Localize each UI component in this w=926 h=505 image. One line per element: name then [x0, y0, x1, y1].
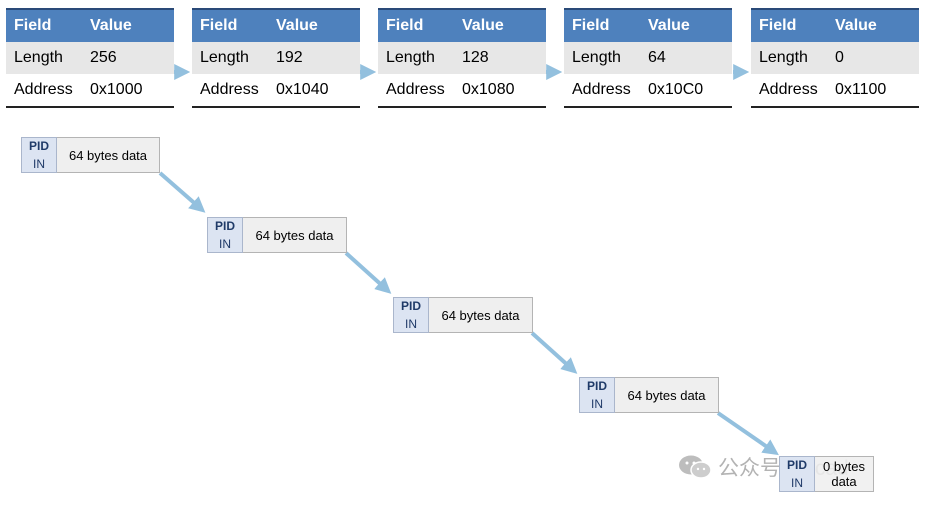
data-payload: 0 bytes data — [815, 456, 874, 492]
length-value: 0 — [827, 42, 919, 74]
header-value: Value — [640, 8, 732, 42]
token-label: IN — [219, 237, 231, 251]
length-value: 128 — [454, 42, 546, 74]
length-value: 192 — [268, 42, 360, 74]
header-field: Field — [192, 8, 268, 42]
length-label: Length — [6, 42, 82, 74]
wechat-icon — [679, 455, 712, 479]
address-label: Address — [564, 74, 640, 108]
address-value: 0x1100 — [827, 74, 919, 108]
address-value: 0x1000 — [82, 74, 174, 108]
address-label: Address — [751, 74, 827, 108]
pid-label: PID — [786, 458, 807, 472]
usb-packet-5: PID IN 0 bytes data — [779, 456, 874, 492]
pid-box: PID IN — [21, 137, 57, 173]
token-label: IN — [791, 476, 803, 490]
packet-arrow-4 — [716, 411, 779, 456]
header-value: Value — [268, 8, 360, 42]
pid-box: PID IN — [207, 217, 243, 253]
pid-label: PID — [400, 299, 421, 313]
header-value: Value — [82, 8, 174, 42]
pid-box: PID IN — [579, 377, 615, 413]
packet-sequence-arrows — [158, 171, 779, 456]
token-label: IN — [405, 317, 417, 331]
data-payload: 64 bytes data — [615, 377, 719, 413]
header-field: Field — [751, 8, 827, 42]
header-value: Value — [454, 8, 546, 42]
token-label: IN — [591, 397, 603, 411]
pid-box: PID IN — [393, 297, 429, 333]
pid-label: PID — [214, 219, 235, 233]
packet-arrow-3 — [530, 331, 578, 374]
token-label: IN — [33, 157, 45, 171]
address-value: 0x1040 — [268, 74, 360, 108]
length-label: Length — [192, 42, 268, 74]
pid-label: PID — [28, 139, 49, 153]
usb-packet-1: PID IN 64 bytes data — [21, 137, 160, 173]
length-value: 64 — [640, 42, 732, 74]
usb-packet-3: PID IN 64 bytes data — [393, 297, 533, 333]
header-field: Field — [564, 8, 640, 42]
address-label: Address — [192, 74, 268, 108]
data-payload: 64 bytes data — [243, 217, 347, 253]
length-value: 256 — [82, 42, 174, 74]
data-payload: 64 bytes data — [429, 297, 533, 333]
length-label: Length — [564, 42, 640, 74]
header-field: Field — [378, 8, 454, 42]
address-label: Address — [378, 74, 454, 108]
length-label: Length — [378, 42, 454, 74]
address-value: 0x10C0 — [640, 74, 732, 108]
address-value: 0x1080 — [454, 74, 546, 108]
data-payload: 64 bytes data — [57, 137, 160, 173]
pid-box: PID IN — [779, 456, 815, 492]
address-label: Address — [6, 74, 82, 108]
packet-arrow-2 — [344, 251, 392, 294]
packet-arrow-1 — [158, 171, 206, 213]
length-label: Length — [751, 42, 827, 74]
usb-packet-4: PID IN 64 bytes data — [579, 377, 719, 413]
header-field: Field — [6, 8, 82, 42]
pid-label: PID — [586, 379, 607, 393]
header-value: Value — [827, 8, 919, 42]
usb-packet-2: PID IN 64 bytes data — [207, 217, 347, 253]
